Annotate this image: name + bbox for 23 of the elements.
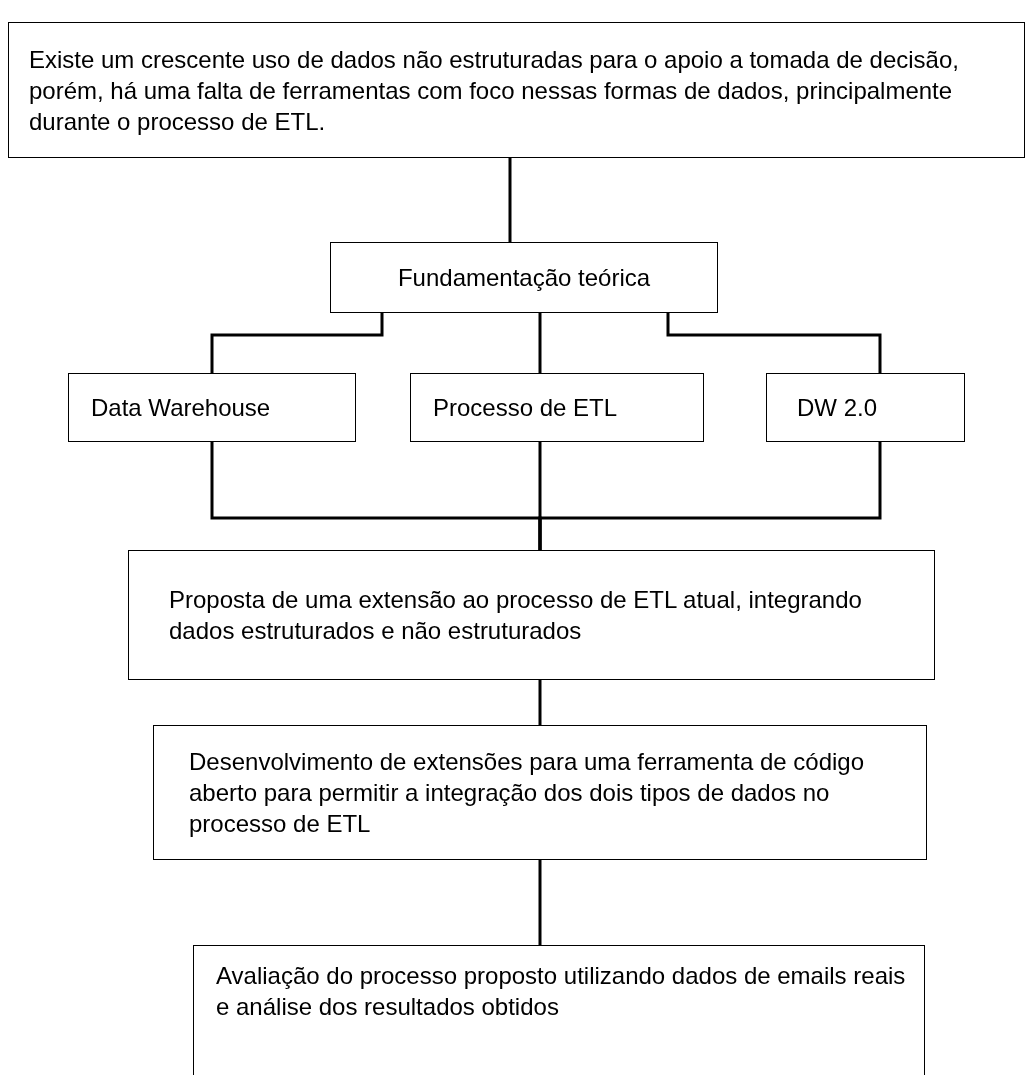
process-box (153, 725, 927, 860)
connector-line (538, 680, 542, 725)
connector-line (508, 158, 512, 242)
box-text: Data Warehouse (91, 393, 271, 423)
process-box (193, 945, 925, 1075)
process-box (68, 373, 356, 442)
box-text: Avaliação do processo proposto utilizando dados de emails reais e análise dos resultados obtidos (216, 961, 907, 1022)
connector-line (538, 860, 542, 945)
connector-line (538, 313, 542, 373)
process-box (330, 242, 718, 313)
connector-line (210, 313, 384, 373)
box-text: Desenvolvimento de extensões para uma ferramenta de código aberto para permitir a integração dos dois tipos de dados no processo de ETL (189, 747, 866, 839)
process-box (410, 373, 704, 442)
process-box (128, 550, 935, 680)
process-box (8, 22, 1025, 158)
box-text: Fundamentação teórica (397, 263, 651, 293)
process-box (766, 373, 965, 442)
box-text: Proposta de uma extensão ao processo de ETL atual, integrando dados estruturados e não estruturados (169, 585, 863, 646)
box-text: DW 2.0 (797, 393, 877, 423)
box-text: Processo de ETL (433, 393, 618, 423)
connector-line (538, 442, 882, 550)
connector-line (666, 313, 882, 373)
box-text: Existe um crescente uso de dados não estruturadas para o apoio a tomada de decisão, porém, há uma falta de ferramentas com foco nessas formas de dados, principalmente durante o processo de ETL. (29, 44, 960, 137)
